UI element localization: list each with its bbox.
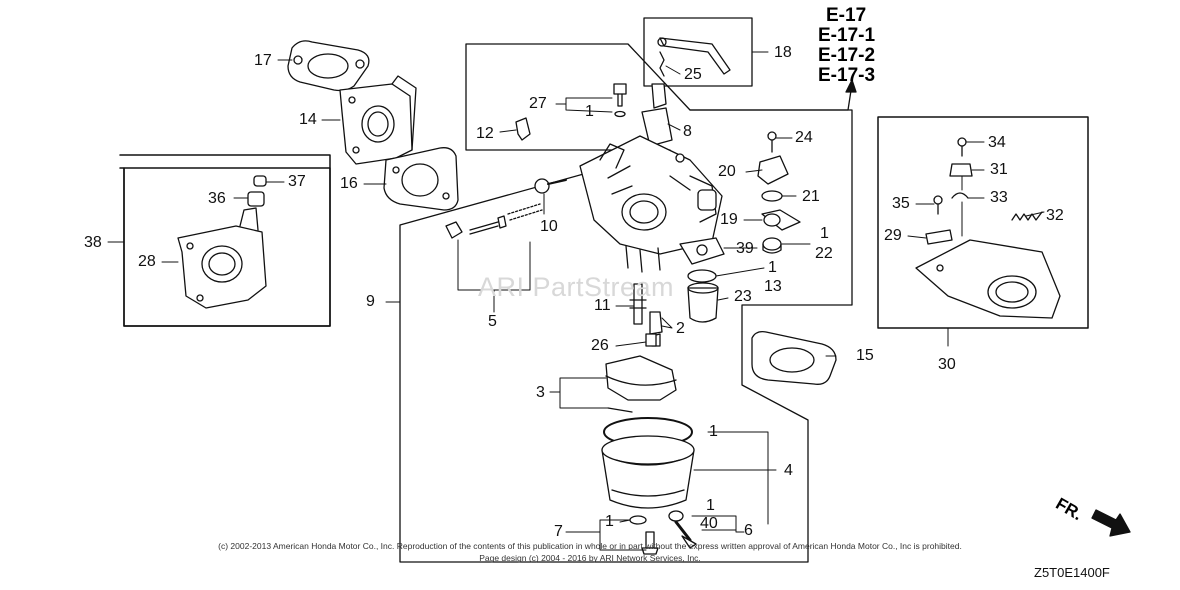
part-label-6[interactable]: 6 [744,522,753,539]
lever-8 [641,83,673,147]
part-label-13[interactable]: 13 [764,278,782,295]
ring-21 [761,190,783,202]
part-label-35[interactable]: 35 [892,195,910,212]
part-label-19[interactable]: 19 [720,211,738,228]
part-label-32[interactable]: 32 [1046,207,1064,224]
part-label-21[interactable]: 21 [802,188,820,205]
reference-arrow [689,79,857,111]
valve-19 [761,209,801,231]
insulator-28 [177,207,267,309]
fitting-36 [247,191,265,207]
part-label-33[interactable]: 33 [990,189,1008,206]
part-label-1[interactable]: 1 [605,513,614,530]
cover-20 [757,155,789,185]
front-direction-arrow [1091,509,1131,537]
clip-33 [951,192,969,199]
cap-22 [762,237,782,254]
part-label-11[interactable]: 11 [594,297,611,314]
screw-10 [534,178,567,194]
part-label-4[interactable]: 4 [784,462,793,479]
part-label-40[interactable]: 40 [700,515,718,532]
leader-lines [107,51,1045,551]
watermark: ARI PartStream [478,272,675,302]
part-label-1[interactable]: 1 [706,497,715,514]
group-box-30 [877,116,1089,329]
screw-24 [767,131,777,153]
part-label-1[interactable]: 1 [768,259,777,276]
diagram-code: Z5T0E1400F [1034,565,1110,580]
group-box-38 [119,154,331,327]
copyright-notice: (c) 2002-2013 American Honda Motor Co., … [218,541,962,551]
part-label-17[interactable]: 17 [254,52,272,69]
valve-39 [679,237,725,265]
reference-code[interactable]: E-17-3 [818,65,876,86]
jet-26 [645,333,657,347]
screw-40 [668,510,697,549]
part-label-9[interactable]: 9 [366,293,375,310]
part-label-16[interactable]: 16 [340,175,358,192]
screw-34 [957,137,967,157]
governor-bracket-30 [915,239,1061,319]
nut-31 [949,163,973,177]
part-label-34[interactable]: 34 [988,134,1006,151]
cap-37 [253,175,267,187]
gasket-17 [287,40,370,92]
screw-35 [933,195,943,215]
part-label-38[interactable]: 38 [84,234,102,251]
gasket-15 [751,330,837,385]
clip-12 [515,117,531,141]
float-chamber-4 [601,435,695,509]
part-label-14[interactable]: 14 [299,111,317,128]
part-label-27[interactable]: 27 [529,95,547,112]
part-label-1[interactable]: 1 [585,103,594,120]
part-label-1[interactable]: 1 [709,423,718,440]
part-label-3[interactable]: 3 [536,384,545,401]
part-label-2[interactable]: 2 [676,320,685,337]
o-ring-13 [687,269,717,283]
emulsion-tube-11 [629,283,647,325]
reference-code[interactable]: E-17 [826,5,867,26]
gasket-16 [383,147,459,211]
float-3 [605,355,677,413]
part-label-28[interactable]: 28 [138,253,156,270]
part-label-29[interactable]: 29 [884,227,902,244]
spring-32 [1011,211,1043,221]
carburetor-body [579,135,723,273]
lever-29 [925,229,953,245]
part-label-12[interactable]: 12 [476,125,494,142]
part-label-30[interactable]: 30 [938,356,956,373]
part-label-23[interactable]: 23 [734,288,752,305]
pilot-screw-5 [445,203,543,239]
part-label-7[interactable]: 7 [554,523,563,540]
part-label-36[interactable]: 36 [208,190,226,207]
part-label-8[interactable]: 8 [683,123,692,140]
part-label-31[interactable]: 31 [990,161,1008,178]
part-label-20[interactable]: 20 [718,163,736,180]
part-label-37[interactable]: 37 [288,173,306,190]
part-label-22[interactable]: 22 [815,245,833,262]
page-design-notice: Page design (c) 2004 - 2016 by ARI Netwo… [479,553,701,563]
part-label-18[interactable]: 18 [774,44,792,61]
part-label-25[interactable]: 25 [684,66,702,83]
reference-code[interactable]: E-17-1 [818,25,876,46]
washer-1 [629,515,647,525]
part-label-1[interactable]: 1 [820,225,829,242]
insulator-14 [339,75,417,165]
screw-27 [613,83,627,118]
reference-code[interactable]: E-17-2 [818,45,876,66]
part-label-26[interactable]: 26 [591,337,609,354]
part-label-39[interactable]: 39 [736,240,754,257]
part-label-10[interactable]: 10 [540,218,558,235]
choke-rod-18 [657,37,731,77]
part-label-5[interactable]: 5 [488,313,497,330]
part-label-24[interactable]: 24 [795,129,813,146]
part-label-15[interactable]: 15 [856,347,874,364]
float-valve-23 [687,282,719,323]
